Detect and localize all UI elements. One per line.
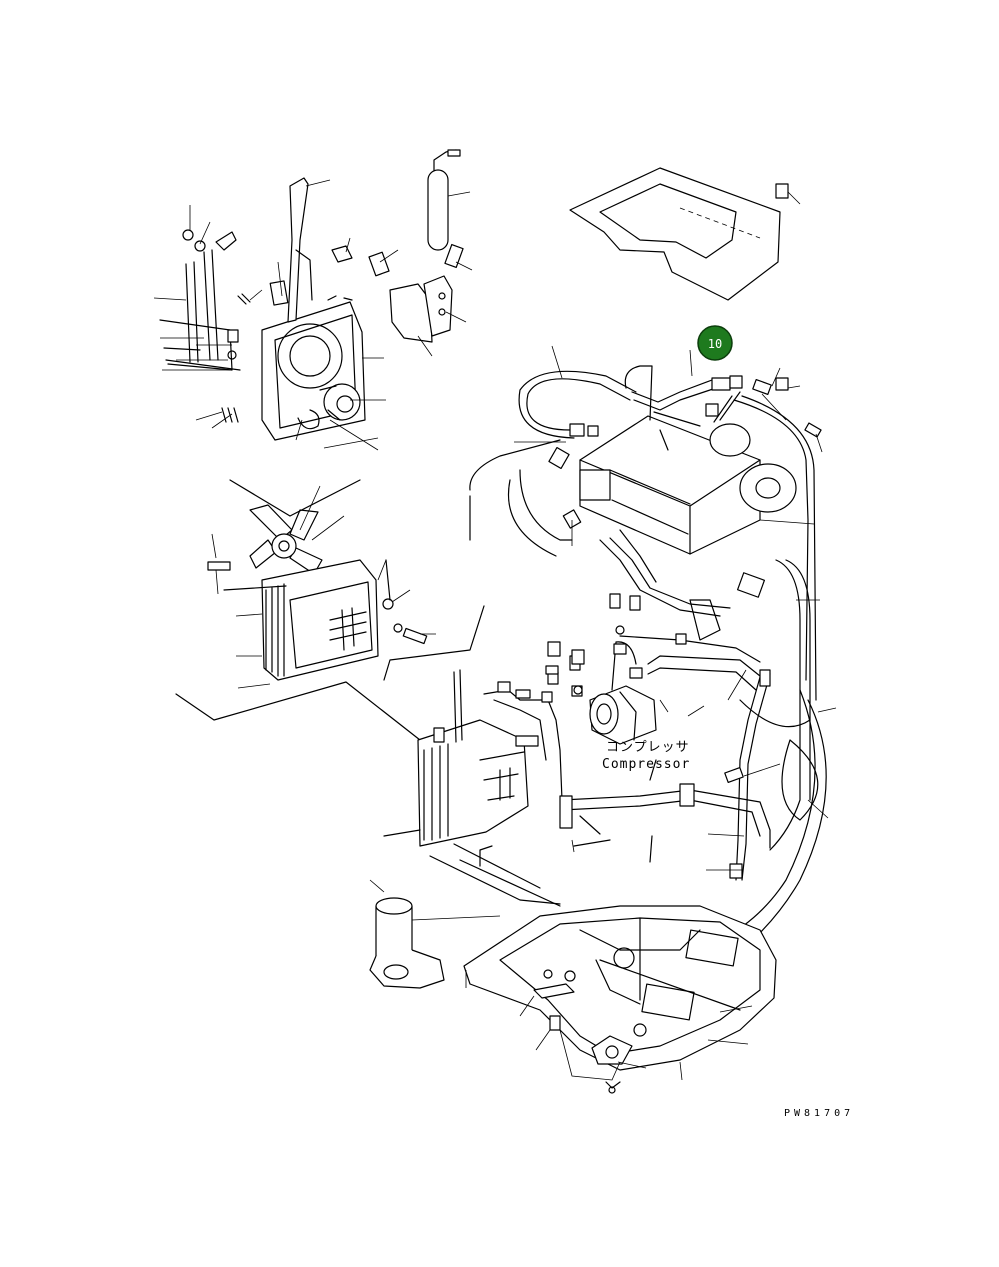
callout-badge[interactable]: 10 bbox=[697, 325, 733, 361]
condenser-core-main bbox=[383, 655, 583, 847]
condenser-core-left bbox=[235, 559, 436, 689]
frame-outline bbox=[429, 689, 827, 991]
upper-hoses bbox=[514, 345, 823, 701]
compressor-label-en: Compressor bbox=[602, 757, 690, 772]
receiver-drier bbox=[427, 149, 471, 251]
drawing-code: PW81707 bbox=[784, 1108, 854, 1119]
exploded-view-brackets bbox=[175, 559, 485, 741]
pressure-switch-group bbox=[327, 237, 473, 357]
floor-plate bbox=[463, 905, 777, 1094]
swivel-joint bbox=[369, 879, 501, 989]
compressor bbox=[545, 593, 761, 745]
callout-number: 10 bbox=[708, 337, 722, 351]
refrigerant-pipes bbox=[559, 529, 837, 881]
callout-circle[interactable] bbox=[697, 325, 733, 361]
cab-cover bbox=[569, 167, 801, 301]
condenser-fan-assembly bbox=[153, 177, 386, 451]
ac-unit bbox=[469, 411, 815, 557]
compressor-label-jp: コンプレッサ bbox=[606, 740, 690, 755]
fan-assembly bbox=[207, 479, 361, 595]
